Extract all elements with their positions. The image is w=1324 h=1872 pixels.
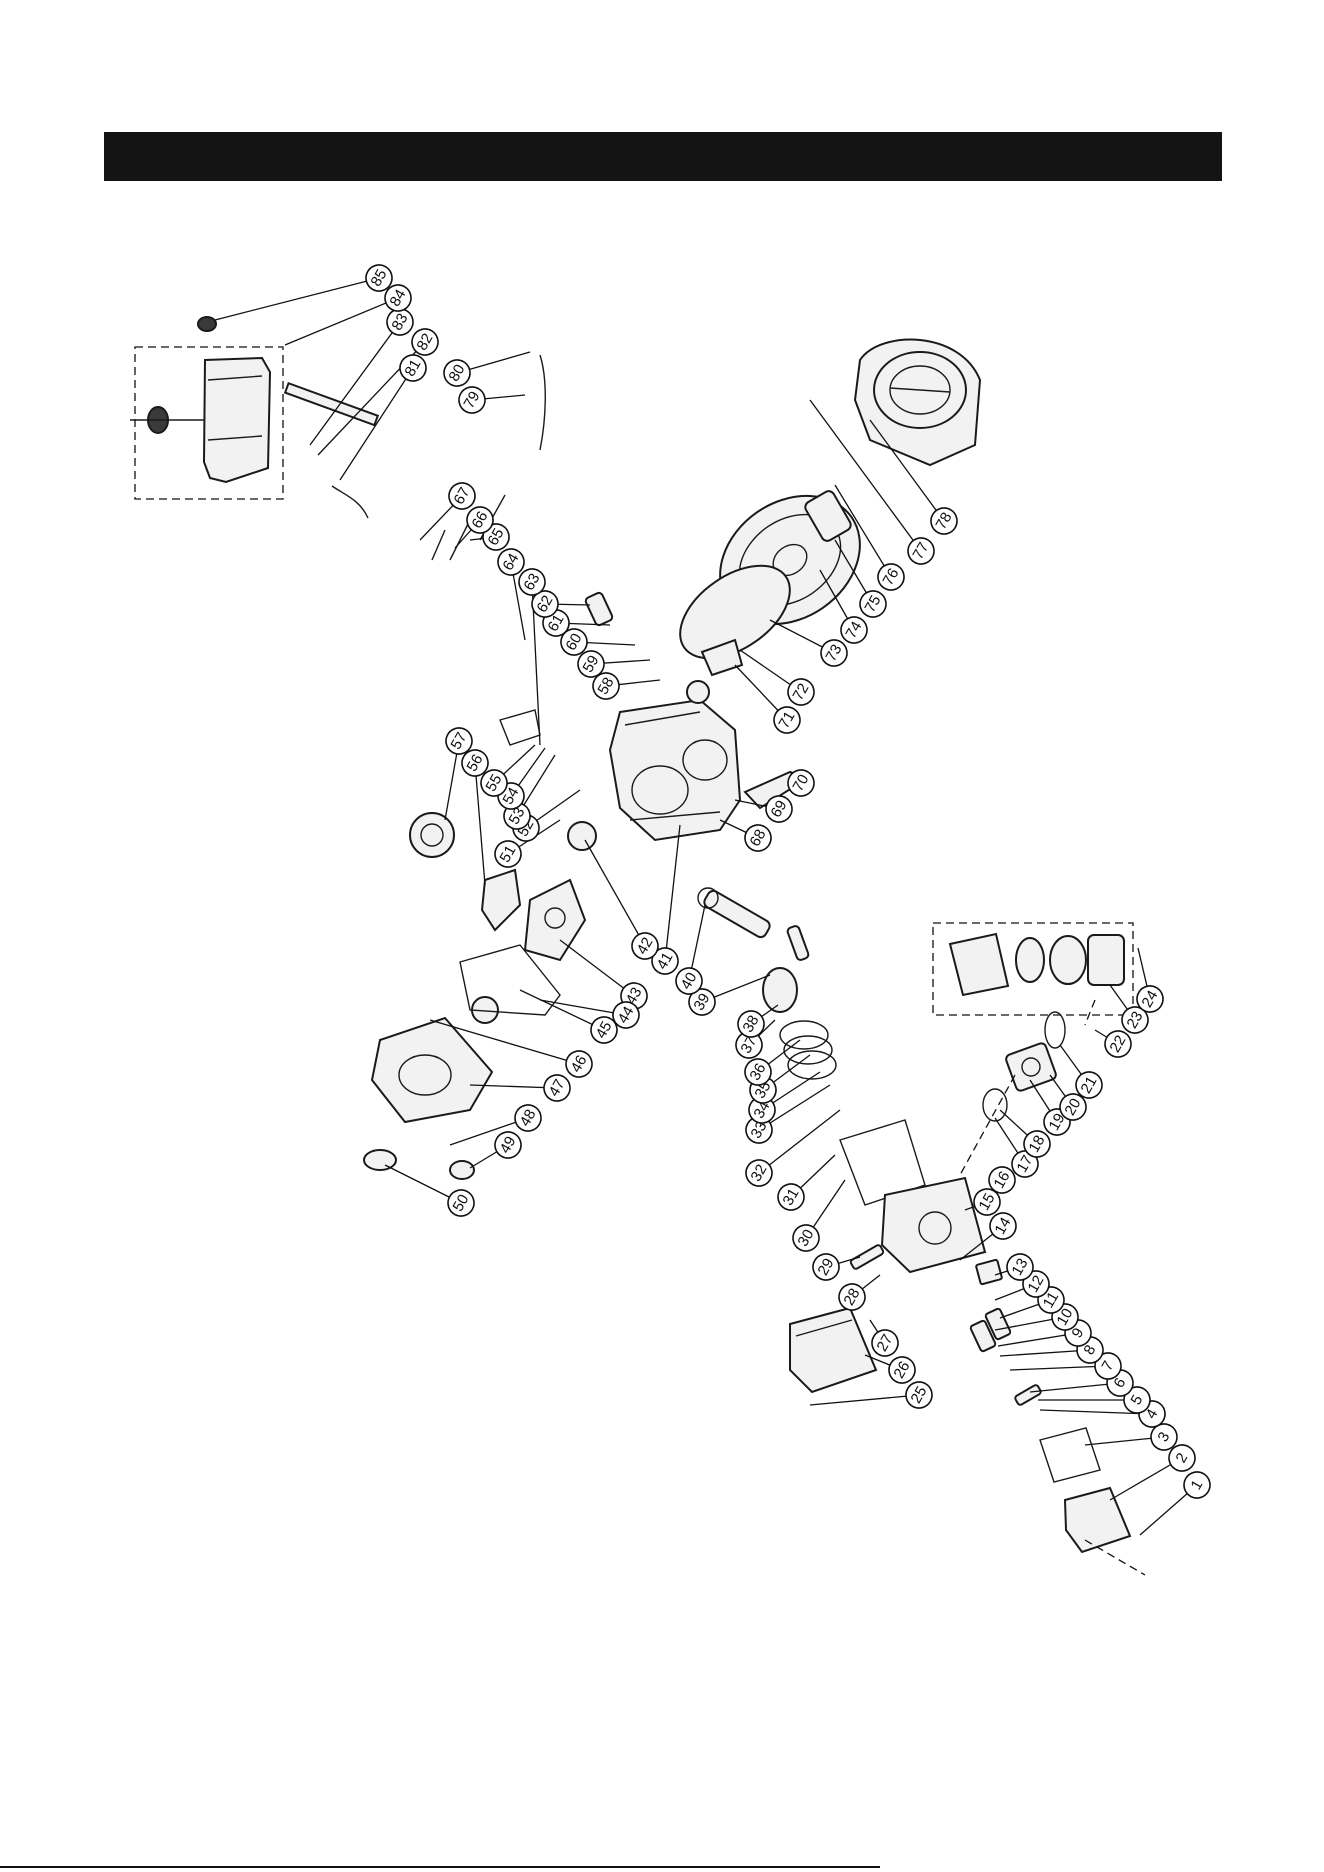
part-label-72: 72 xyxy=(783,674,819,710)
part-label-70: 70 xyxy=(783,765,819,801)
part-label-49: 49 xyxy=(490,1127,526,1163)
fuel-cap xyxy=(198,317,216,331)
fuel-tank xyxy=(130,358,270,482)
muffler xyxy=(790,1308,876,1392)
air-filter xyxy=(950,934,1124,995)
leader-line-42 xyxy=(585,840,645,946)
bearing-71 xyxy=(687,681,709,703)
fuel-hose xyxy=(285,383,378,425)
camshaft xyxy=(482,870,520,930)
part-label-77: 77 xyxy=(903,533,939,569)
leader-line-43 xyxy=(560,940,634,996)
bearing-42 xyxy=(568,822,596,850)
part-label-32: 32 xyxy=(741,1155,777,1191)
part-label-80: 80 xyxy=(439,355,475,391)
leader-line-7 xyxy=(1010,1366,1108,1370)
axis-line-air xyxy=(1085,1000,1095,1025)
fuel-line-81 xyxy=(332,486,368,518)
muffler-gasket xyxy=(1040,1428,1100,1482)
part-label-47: 47 xyxy=(539,1070,575,1106)
leader-line-84 xyxy=(285,298,398,345)
part-label-79: 79 xyxy=(454,382,490,418)
piston-ring-35 xyxy=(784,1036,832,1064)
leader-line-81 xyxy=(340,368,413,480)
piston-ring-34 xyxy=(788,1051,836,1079)
part-label-29: 29 xyxy=(808,1249,844,1285)
footer-rule xyxy=(0,1866,880,1868)
part-label-50: 50 xyxy=(443,1185,479,1221)
oil-dipstick-cap xyxy=(450,1161,474,1179)
part-label-30: 30 xyxy=(788,1220,824,1256)
part-label-28: 28 xyxy=(834,1279,870,1315)
recoil-starter xyxy=(855,340,980,465)
cylinder-head xyxy=(882,1178,985,1272)
part-label-78: 78 xyxy=(926,503,962,539)
part-label-75: 75 xyxy=(855,586,891,622)
spring-65 xyxy=(450,520,470,560)
oil-seal xyxy=(364,1150,396,1170)
crankshaft xyxy=(525,880,585,960)
governor-arm xyxy=(585,592,614,627)
fuel-line-79 xyxy=(540,355,545,450)
carburetor-gasket xyxy=(1045,1012,1065,1048)
insulator-18 xyxy=(983,1089,1007,1121)
axis-line-head xyxy=(960,1075,1015,1175)
part-label-68: 68 xyxy=(740,820,776,856)
muffler-guard xyxy=(1065,1488,1130,1552)
leader-line-45 xyxy=(520,990,604,1030)
part-label-27: 27 xyxy=(867,1325,903,1361)
carburetor xyxy=(1005,1042,1057,1092)
spring-66 xyxy=(432,530,445,560)
part-label-46: 46 xyxy=(561,1046,597,1082)
connecting-rod xyxy=(698,888,772,939)
throttle-lever xyxy=(500,710,540,745)
leader-line-85 xyxy=(215,278,379,320)
part-label-1: 1 xyxy=(1179,1467,1215,1503)
part-label-76: 76 xyxy=(873,559,909,595)
rocker-arm xyxy=(1014,1384,1042,1406)
crankcase xyxy=(610,700,740,840)
governor-gear xyxy=(410,813,454,857)
piston-pin xyxy=(787,925,810,961)
part-label-51: 51 xyxy=(490,836,526,872)
piston-ring-36 xyxy=(780,1021,828,1049)
leader-line-41 xyxy=(665,825,680,961)
rocker-cover-plate xyxy=(976,1259,1002,1284)
piston-39 xyxy=(763,968,797,1012)
part-label-48: 48 xyxy=(510,1100,546,1136)
leader-line-25 xyxy=(810,1395,919,1405)
spark-plug xyxy=(850,1244,884,1270)
